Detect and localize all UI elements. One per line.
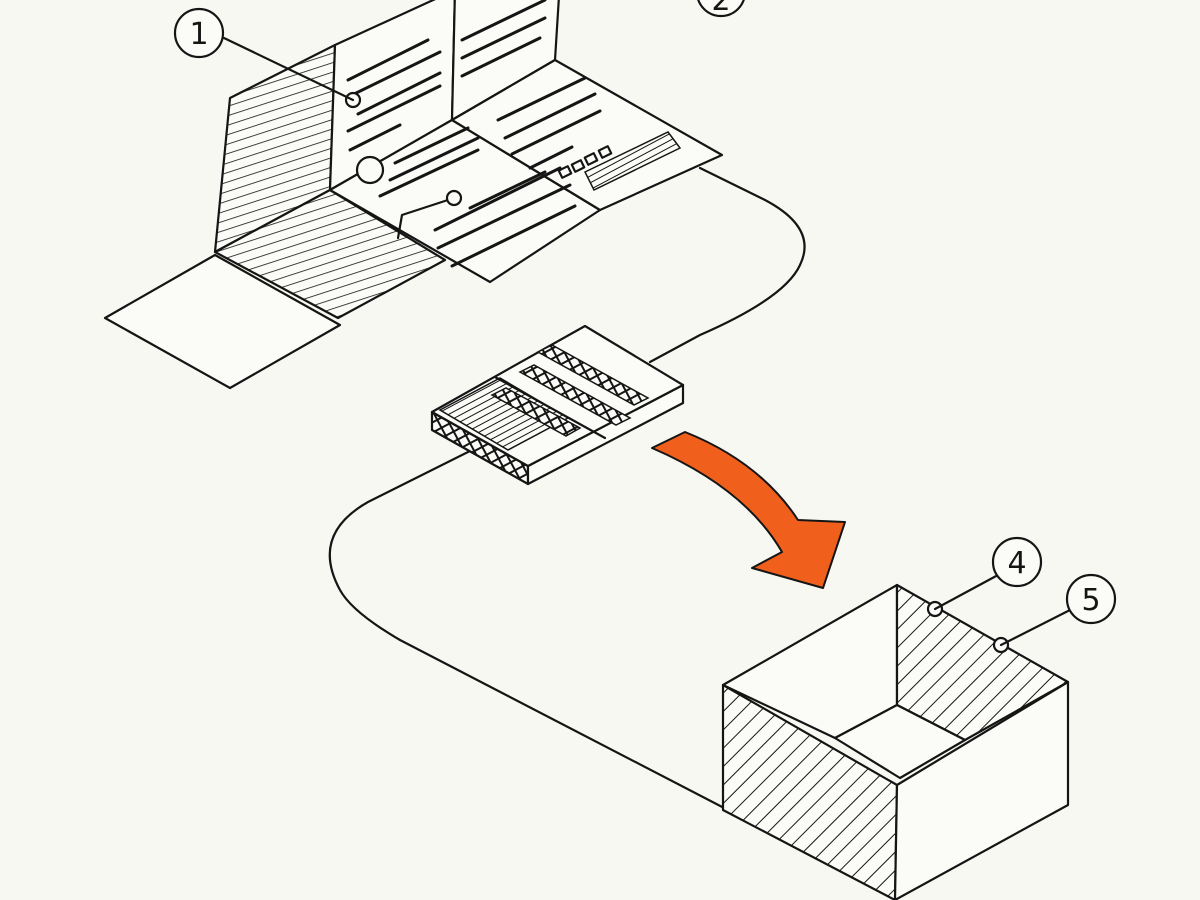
callout-1: 1	[173, 7, 355, 102]
box-front-left	[721, 683, 899, 900]
folded-document-icon	[103, 0, 724, 390]
callout-1-label: 1	[189, 17, 208, 52]
document-floor	[213, 188, 447, 320]
document-right-flap	[450, 58, 724, 212]
conveyor-path	[328, 166, 806, 812]
callout-dot-3	[445, 189, 463, 207]
callout-5: 5	[999, 573, 1117, 647]
callout-5-label: 5	[1081, 583, 1100, 618]
callout-2: 2	[697, 0, 745, 18]
open-box-icon	[721, 583, 1070, 900]
box-front-right	[893, 680, 1070, 900]
document-text-lines	[346, 0, 602, 268]
callout-4: 4	[933, 536, 1043, 611]
callout-4-label: 4	[1007, 546, 1026, 581]
card-grid-stripe-3	[490, 387, 582, 437]
document-bottom-flap	[103, 253, 342, 390]
card-grid-stripe-1	[536, 344, 650, 406]
callout-2-label: 2	[711, 0, 730, 18]
callout-dot-large	[355, 155, 385, 185]
card-grid-stripe-2	[518, 364, 632, 426]
curved-arrow-icon	[651, 431, 846, 589]
box-floor	[833, 703, 967, 780]
callout-leader	[396, 196, 456, 240]
punched-card-icon	[430, 324, 685, 486]
document-barcode	[557, 131, 682, 191]
